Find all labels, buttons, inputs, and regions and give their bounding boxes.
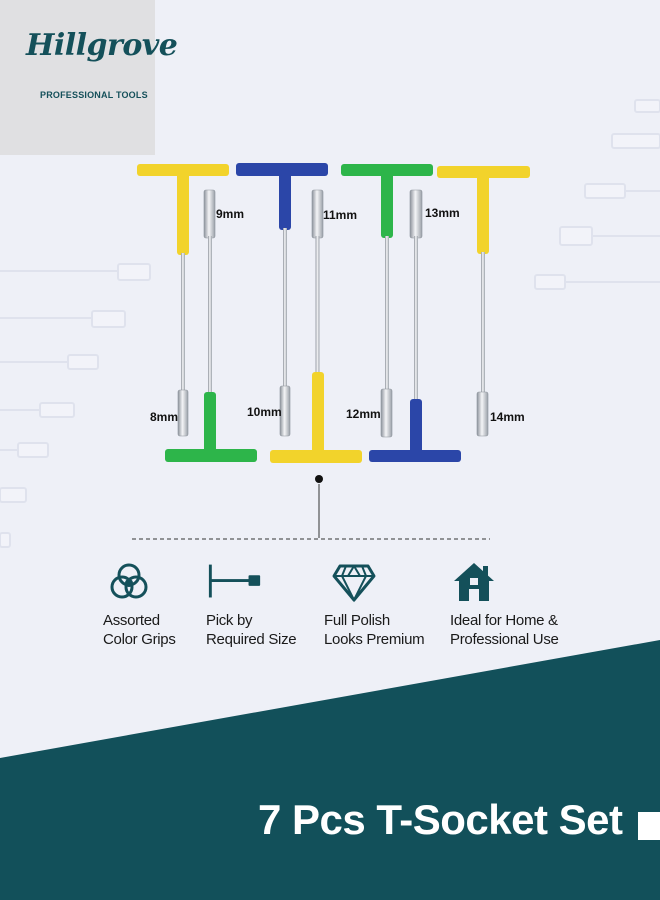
brand-panel: Hillgrove PROFESSIONAL TOOLS <box>0 0 178 155</box>
size-label-12mm: 12mm <box>346 407 381 421</box>
brand-logo-text: Hillgrove <box>26 28 178 63</box>
home-icon <box>454 563 494 601</box>
diamond-icon <box>332 564 376 603</box>
feature-line-2: Professional Use <box>450 631 559 648</box>
t-socket-8mm <box>137 164 229 437</box>
product-title: 7 Pcs T-Socket Set <box>258 796 623 843</box>
size-label-8mm: 8mm <box>150 410 179 424</box>
size-label-11mm: 11mm <box>323 208 358 222</box>
title-accent-square <box>638 812 660 840</box>
size-label-9mm: 9mm <box>216 207 245 221</box>
t-socket-11mm <box>270 189 362 463</box>
size-tool-icon <box>208 564 261 598</box>
size-label-13mm: 13mm <box>425 206 460 220</box>
color-grips-icon <box>110 563 148 599</box>
size-label-10mm: 10mm <box>247 405 282 419</box>
faded-tools-right <box>534 99 660 290</box>
t-socket-12mm <box>341 164 433 438</box>
connector-dot <box>315 475 323 483</box>
faded-tools-left <box>0 263 151 548</box>
size-label-14mm: 14mm <box>490 410 525 424</box>
feature-line-1: Full Polish <box>324 612 390 629</box>
t-socket-14mm <box>437 166 530 437</box>
feature-line-1: Ideal for Home & <box>450 612 558 629</box>
feature-line-1: Pick by <box>206 612 253 629</box>
feature-line-2: Looks Premium <box>324 631 425 648</box>
t-socket-10mm <box>236 163 328 437</box>
brand-tagline: PROFESSIONAL TOOLS <box>40 90 148 100</box>
feature-line-2: Color Grips <box>103 631 176 648</box>
feature-line-2: Required Size <box>206 631 297 648</box>
t-socket-13mm <box>369 189 461 462</box>
footer-band <box>0 640 660 900</box>
feature-line-1: Assorted <box>103 612 160 629</box>
t-socket-9mm <box>165 189 257 462</box>
